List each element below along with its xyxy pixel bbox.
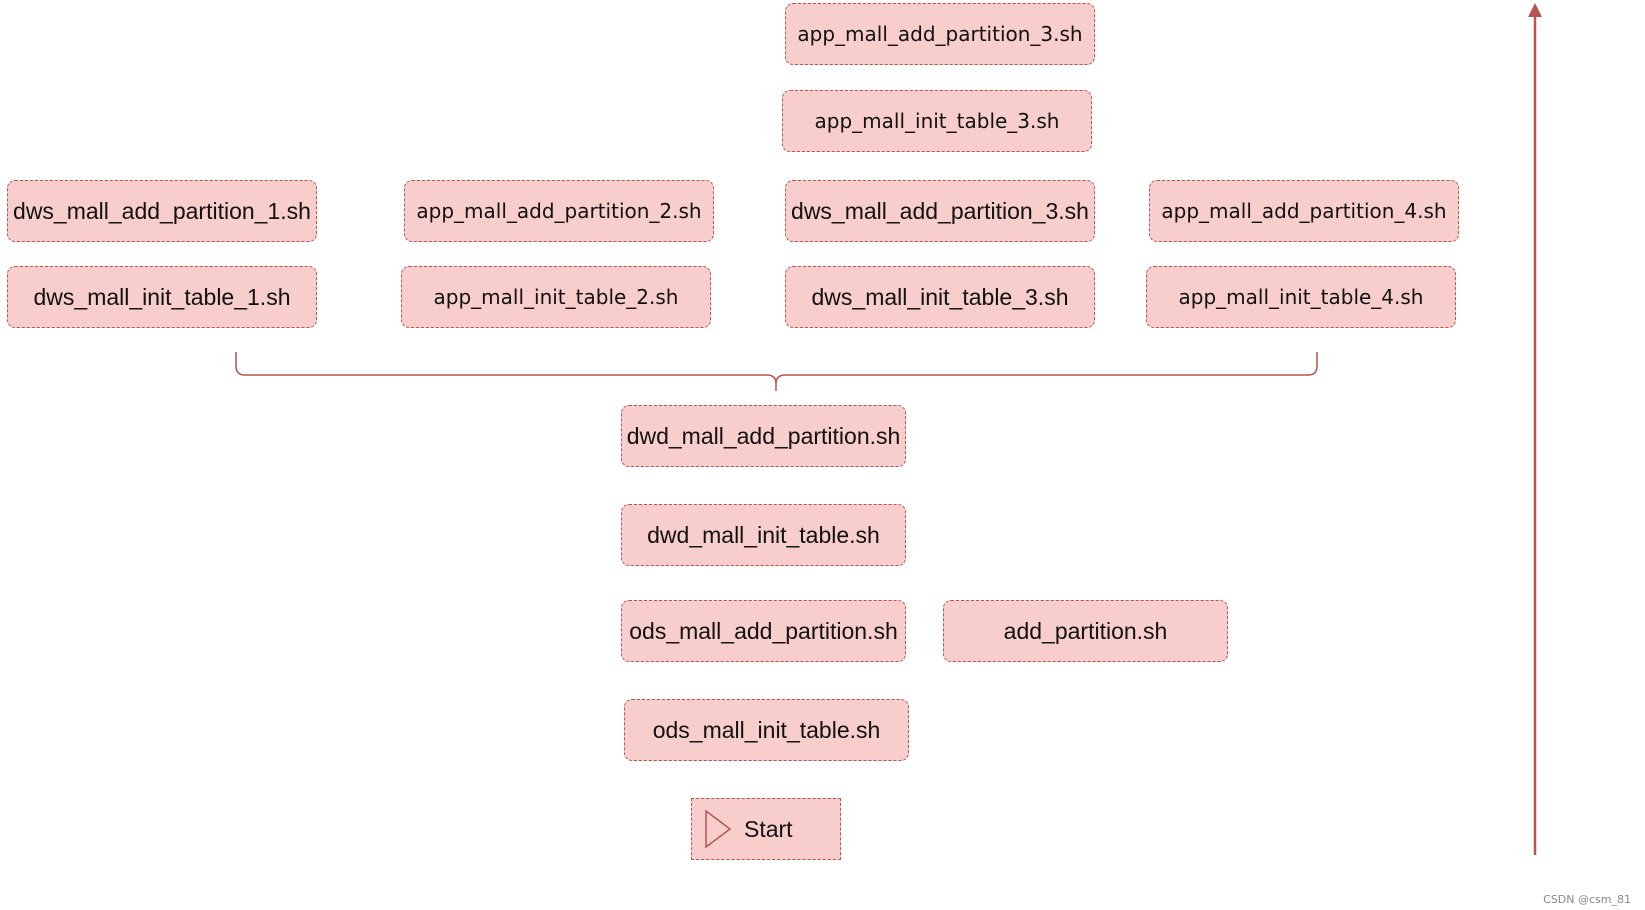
node-dws-mall-init-table-1[interactable]: dws_mall_init_table_1.sh: [7, 266, 317, 328]
node-label: app_mall_add_partition_3.sh: [797, 22, 1083, 46]
node-ods-mall-init-table[interactable]: ods_mall_init_table.sh: [624, 699, 909, 761]
node-label: dws_mall_init_table_3.sh: [811, 283, 1069, 310]
watermark: CSDN @csm_81: [1543, 893, 1631, 906]
node-label: dws_mall_init_table_1.sh: [33, 283, 291, 310]
node-label: app_mall_init_table_2.sh: [433, 285, 679, 309]
start-node[interactable]: Start: [691, 798, 841, 860]
node-add-partition[interactable]: add_partition.sh: [943, 600, 1228, 662]
node-label: dws_mall_add_partition_3.sh: [791, 197, 1089, 224]
node-label: ods_mall_add_partition.sh: [629, 617, 898, 644]
node-app-mall-add-partition-2[interactable]: app_mall_add_partition_2.sh: [404, 180, 714, 242]
node-label: dwd_mall_init_table.sh: [647, 521, 880, 548]
node-label: dwd_mall_add_partition.sh: [626, 422, 901, 449]
node-dws-mall-add-partition-1[interactable]: dws_mall_add_partition_1.sh: [7, 180, 317, 242]
start-label: Start: [744, 815, 793, 842]
node-app-mall-init-table-3[interactable]: app_mall_init_table_3.sh: [782, 90, 1092, 152]
node-dwd-mall-init-table[interactable]: dwd_mall_init_table.sh: [621, 504, 906, 566]
node-label: app_mall_add_partition_4.sh: [1161, 199, 1447, 223]
node-label: dws_mall_add_partition_1.sh: [13, 197, 311, 224]
node-label: add_partition.sh: [1003, 617, 1168, 644]
node-app-mall-init-table-2[interactable]: app_mall_init_table_2.sh: [401, 266, 711, 328]
node-label: app_mall_init_table_4.sh: [1178, 285, 1424, 309]
node-dws-mall-add-partition-3[interactable]: dws_mall_add_partition_3.sh: [785, 180, 1095, 242]
node-app-mall-add-partition-3[interactable]: app_mall_add_partition_3.sh: [785, 3, 1095, 65]
node-dws-mall-init-table-3[interactable]: dws_mall_init_table_3.sh: [785, 266, 1095, 328]
node-app-mall-add-partition-4[interactable]: app_mall_add_partition_4.sh: [1149, 180, 1459, 242]
play-triangle-icon: [705, 809, 732, 849]
curly-brace-icon: [235, 352, 1318, 391]
up-arrow-icon: [1528, 3, 1542, 17]
node-app-mall-init-table-4[interactable]: app_mall_init_table_4.sh: [1146, 266, 1456, 328]
node-label: app_mall_init_table_3.sh: [814, 109, 1060, 133]
node-label: app_mall_add_partition_2.sh: [416, 199, 702, 223]
node-label: ods_mall_init_table.sh: [652, 716, 881, 743]
node-ods-mall-add-partition[interactable]: ods_mall_add_partition.sh: [621, 600, 906, 662]
node-dwd-mall-add-partition[interactable]: dwd_mall_add_partition.sh: [621, 405, 906, 467]
